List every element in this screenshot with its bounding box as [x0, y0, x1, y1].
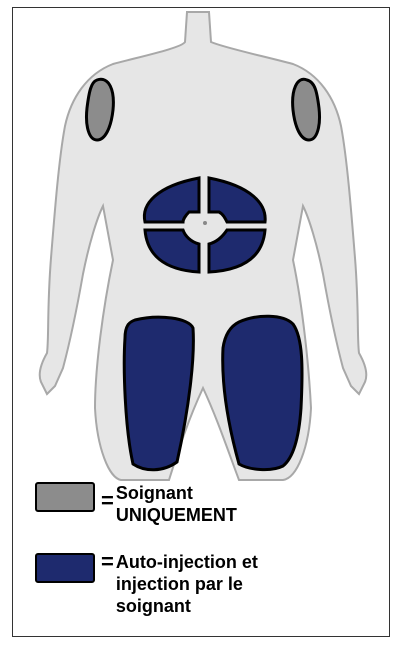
- legend-swatch-self-injection: [35, 553, 95, 583]
- body-silhouette: [40, 12, 367, 480]
- legend-swatch-caregiver: [35, 482, 95, 512]
- legend-line: UNIQUEMENT: [116, 504, 237, 526]
- zone-thigh-left: [223, 316, 302, 469]
- legend-line: Soignant: [116, 482, 237, 504]
- legend-label-self-injection: Auto-injection et injection par le soign…: [116, 551, 258, 617]
- legend-equals: =: [101, 551, 114, 573]
- figure-frame: = Soignant UNIQUEMENT = Auto-injection e…: [12, 7, 390, 637]
- body-diagram: [13, 8, 391, 638]
- navel: [203, 221, 207, 225]
- legend-item-caregiver: = Soignant UNIQUEMENT: [35, 482, 237, 526]
- legend-line: Auto-injection et: [116, 551, 258, 573]
- legend-label-caregiver: Soignant UNIQUEMENT: [116, 482, 237, 526]
- legend-equals: =: [101, 490, 114, 512]
- legend-item-self-injection: = Auto-injection et injection par le soi…: [35, 551, 258, 617]
- zone-thigh-right: [124, 317, 193, 470]
- legend-line: injection par le: [116, 573, 258, 595]
- legend-line: soignant: [116, 595, 258, 617]
